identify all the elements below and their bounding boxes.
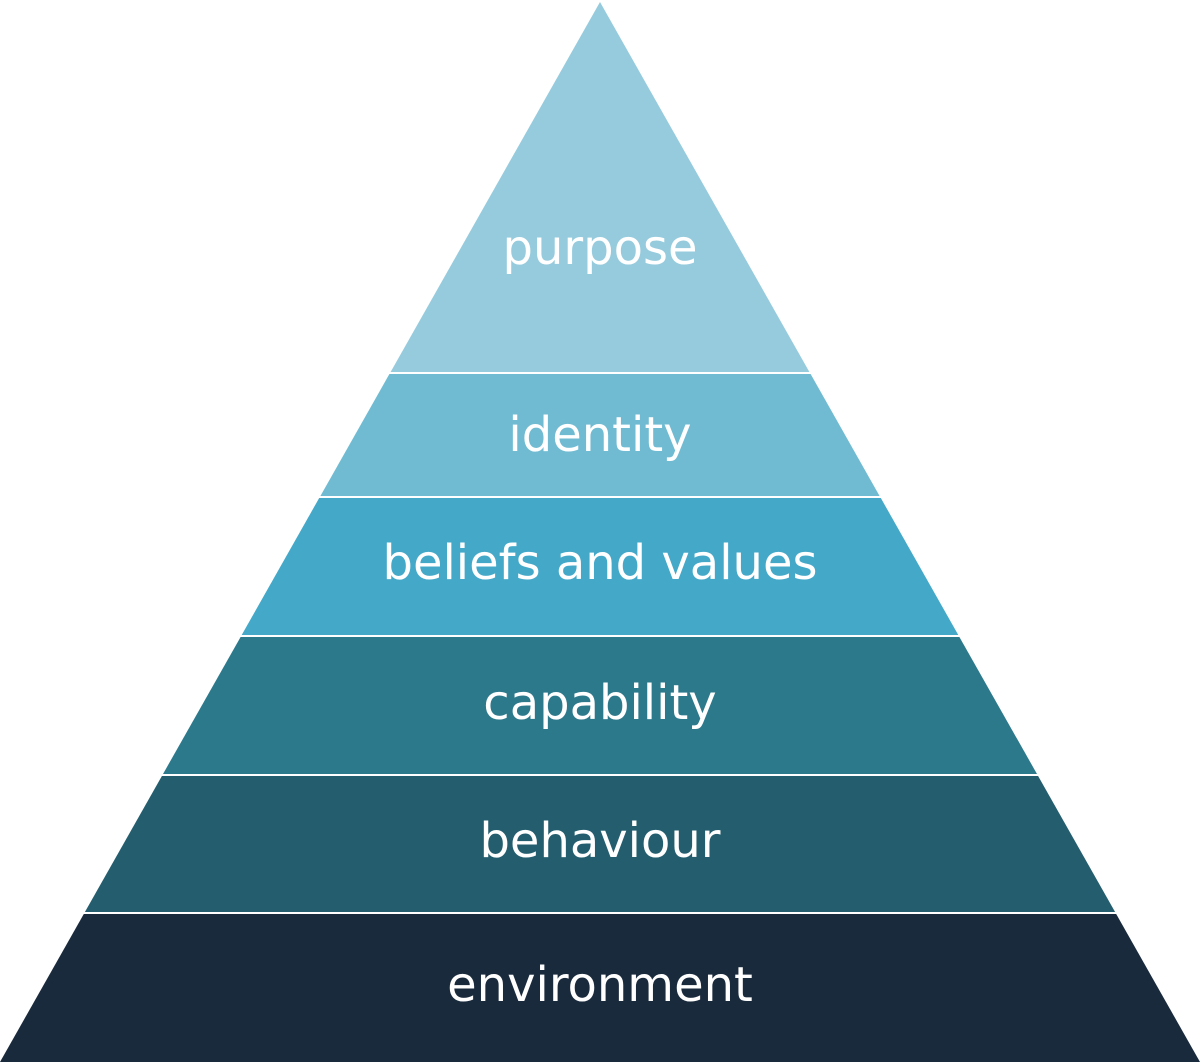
pyramid-level-capability (163, 637, 1037, 774)
level-label-environment: environment (447, 957, 753, 1013)
pyramid-level-beliefs-and-values (241, 498, 959, 635)
pyramid-level-identity (320, 374, 880, 496)
pyramid-level-purpose (390, 2, 810, 372)
level-label-behaviour: behaviour (479, 813, 720, 869)
level-label-capability: capability (483, 675, 716, 731)
level-label-purpose: purpose (503, 220, 698, 276)
pyramid-level-behaviour (84, 776, 1116, 912)
level-label-beliefs-and-values: beliefs and values (382, 535, 817, 591)
pyramid-level-environment (0, 914, 1200, 1062)
level-label-identity: identity (508, 407, 691, 463)
